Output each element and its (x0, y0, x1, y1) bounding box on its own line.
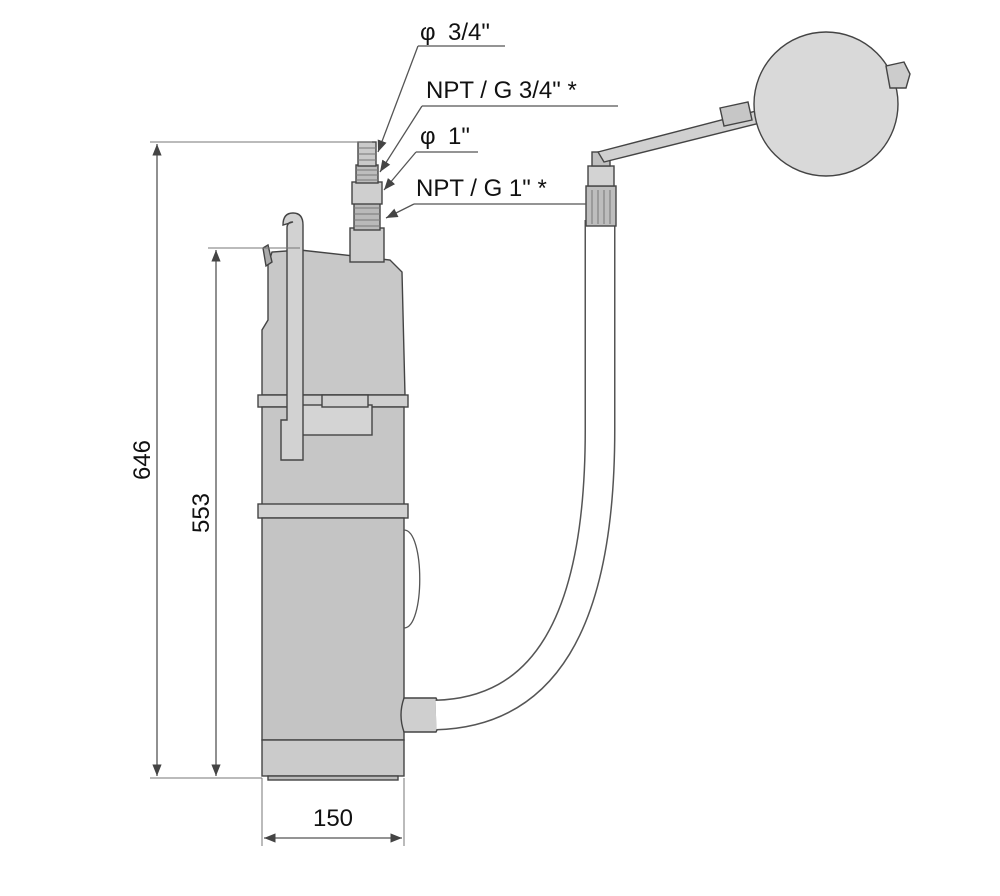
pump-lower-cylinder (261, 517, 405, 741)
dim-body-height: 553 (188, 493, 215, 533)
dim-total-height: 646 (129, 440, 156, 480)
callouts: φ 3/4" NPT / G 3/4" * φ 1" NPT / G 1" * (377, 19, 618, 219)
float-ball (753, 31, 899, 177)
leader-hose-large-diag (383, 151, 417, 191)
outlet-hex-nut (351, 181, 383, 205)
leader-hose-small-diag (377, 45, 419, 153)
callout-thread-small: NPT / G 3/4" * (426, 77, 577, 104)
float-switch-assembly (400, 31, 911, 733)
pump-handle (280, 212, 304, 461)
hose-inlet-connector (400, 697, 441, 733)
pump-cable-loop (403, 529, 421, 629)
thread-lines-small (356, 169, 378, 181)
dim-width: 150 (313, 805, 353, 832)
hose-top-nut (587, 165, 615, 187)
pump-top-housing (261, 249, 406, 396)
hose-top-connector (585, 185, 617, 227)
diameter-symbol-small: φ (420, 19, 436, 46)
leader-thread-large-diag (385, 203, 415, 219)
callout-hose-large: 1" (448, 123, 470, 150)
barb-ridges (358, 147, 376, 161)
hose-connector-ribs (591, 190, 611, 224)
outlet-thread-large (353, 201, 381, 231)
pump-body (257, 212, 421, 781)
pump-mid-band (257, 503, 409, 519)
callout-hose-small: 3/4" (448, 19, 490, 46)
diameter-symbol-large: φ (420, 123, 436, 150)
pump-top-latch (321, 394, 369, 408)
pump-cable-lug (262, 243, 273, 268)
callout-thread-large: NPT / G 1" * (416, 175, 547, 202)
outlet-fitting-stack (349, 141, 385, 263)
pump-base (267, 775, 399, 781)
outlet-base-nut (349, 227, 385, 263)
pump-foot-ring (261, 739, 405, 777)
leader-thread-small-diag (379, 105, 423, 173)
dimensions: 646 553 150 (129, 141, 405, 846)
pump-shaft-window (299, 404, 373, 436)
thread-lines-large (354, 207, 380, 227)
float-arm-clamp (719, 101, 753, 127)
suction-hose-inner (435, 220, 614, 729)
float-ball-cap (885, 61, 911, 89)
